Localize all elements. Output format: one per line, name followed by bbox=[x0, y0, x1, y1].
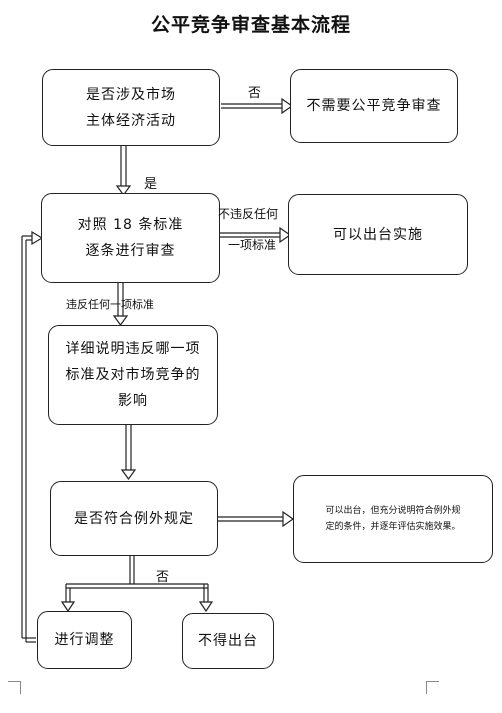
label-no-bottom: 否 bbox=[156, 570, 170, 585]
label-no-violation-1: 不违反任何 bbox=[218, 207, 279, 221]
explain-line-2: 标准及对市场竞争的 bbox=[65, 367, 201, 383]
crop-mark-bottom-left bbox=[8, 681, 21, 694]
exception-check-label: 是否符合例外规定 bbox=[74, 510, 194, 527]
market-check-line-1: 是否涉及市场 bbox=[86, 86, 176, 103]
explain-line-3: 影响 bbox=[118, 393, 148, 409]
market-check-line-2: 主体经济活动 bbox=[86, 112, 176, 129]
adjust-label: 进行调整 bbox=[54, 632, 115, 648]
label-no-violation-2: 一项标准 bbox=[228, 238, 277, 252]
crop-mark-bottom-right bbox=[426, 681, 439, 694]
exception-allowed-line-1: 可以出台，但充分说明符合例外规 bbox=[325, 506, 461, 516]
label-violation: 违反任何一项标准 bbox=[66, 298, 154, 311]
market-activity-check-box: 是否涉及市场 主体经济活动 bbox=[42, 69, 220, 146]
exception-allowed-box: 可以出台，但充分说明符合例外规 定的条件，并逐年评估实施效果。 bbox=[293, 475, 493, 563]
standards-review-box: 对照 18 条标准 逐条进行审查 bbox=[41, 193, 220, 283]
exception-check-box: 是否符合例外规定 bbox=[50, 481, 218, 556]
review-line-1: 对照 18 条标准 bbox=[77, 217, 184, 233]
can-implement-box: 可以出台实施 bbox=[288, 194, 468, 275]
exception-allowed-line-2: 定的条件，并逐年评估实施效果。 bbox=[325, 522, 461, 532]
label-no-top: 否 bbox=[248, 86, 262, 101]
label-yes: 是 bbox=[144, 177, 158, 192]
not-allowed-label: 不得出台 bbox=[198, 633, 258, 649]
explain-line-1: 详细说明违反哪一项 bbox=[65, 341, 201, 357]
no-review-needed-box: 不需要公平竞争审查 bbox=[290, 69, 458, 143]
adjust-box: 进行调整 bbox=[37, 611, 132, 669]
no-review-label: 不需要公平竞争审查 bbox=[306, 98, 442, 114]
explain-violation-box: 详细说明违反哪一项 标准及对市场竞争的 影响 bbox=[48, 325, 218, 425]
can-implement-label: 可以出台实施 bbox=[333, 226, 423, 243]
not-allowed-box: 不得出台 bbox=[182, 613, 274, 669]
review-line-2: 逐条进行审查 bbox=[85, 243, 176, 259]
page-title: 公平竞争审查基本流程 bbox=[150, 14, 351, 36]
